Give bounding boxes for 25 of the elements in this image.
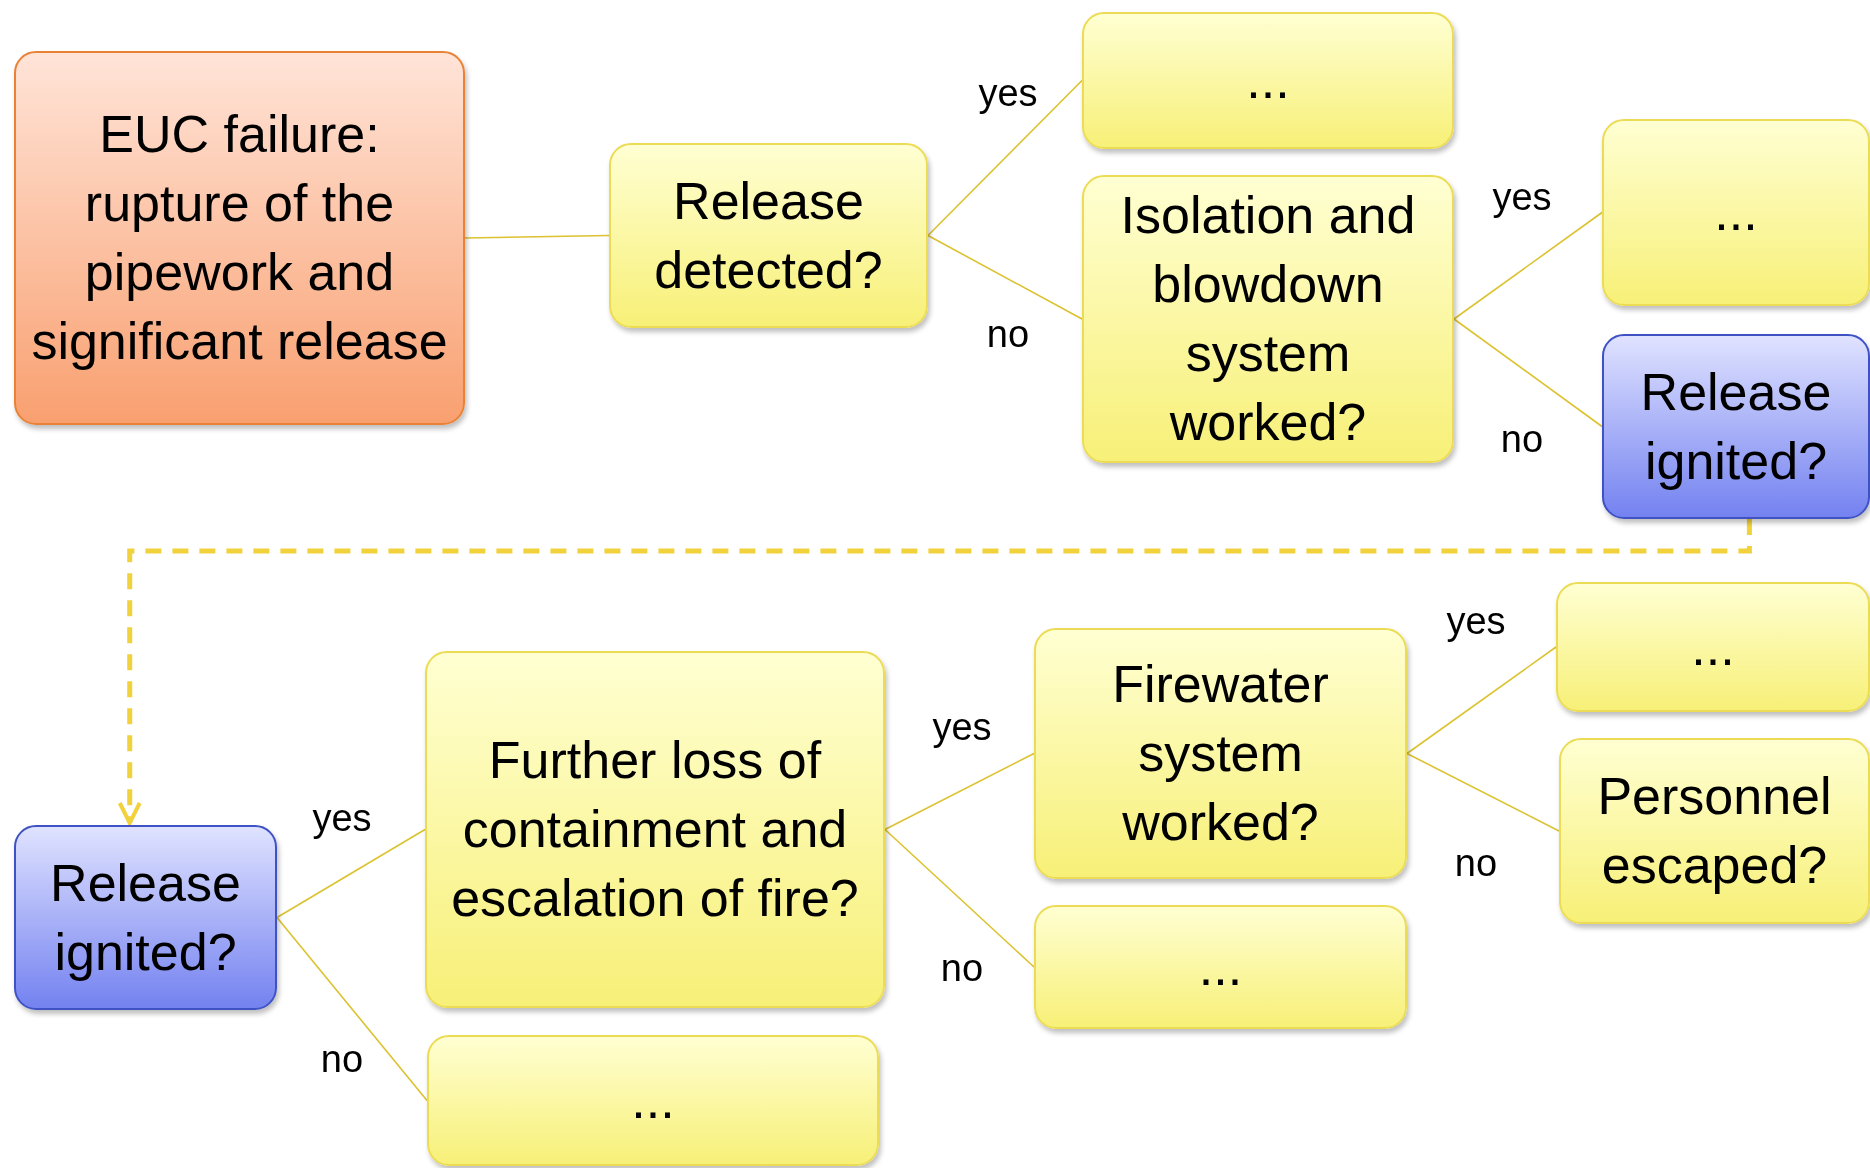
event-box: Release ignited? — [14, 825, 277, 1010]
process-box: ... — [1034, 905, 1407, 1029]
event-box: Release ignited? — [1602, 334, 1870, 519]
process-box: ... — [1602, 119, 1870, 306]
connector — [464, 234, 610, 239]
connector — [1453, 318, 1603, 428]
process-box: Personnel escaped? — [1559, 738, 1870, 924]
process-box: ... — [1082, 12, 1454, 149]
process-box: Firewater system worked? — [1034, 628, 1407, 879]
process-box: Further loss of containment and escalation of fire? — [425, 651, 885, 1008]
connector — [1406, 646, 1557, 755]
connector — [276, 916, 428, 1102]
process-box: ... — [1556, 582, 1870, 712]
initiating-event-box: EUC failure: rupture of the pipework and significant release — [14, 51, 465, 425]
connector — [927, 79, 1083, 237]
connector — [884, 752, 1035, 831]
process-box: Release detected? — [609, 143, 928, 328]
connector — [927, 234, 1083, 320]
connector — [117, 519, 1752, 825]
process-box: ... — [427, 1035, 879, 1166]
connector — [1406, 752, 1560, 832]
connector — [1453, 211, 1603, 320]
connector — [884, 828, 1035, 968]
process-box: Isolation and blowdown system worked? — [1082, 175, 1454, 463]
connector — [276, 828, 426, 919]
